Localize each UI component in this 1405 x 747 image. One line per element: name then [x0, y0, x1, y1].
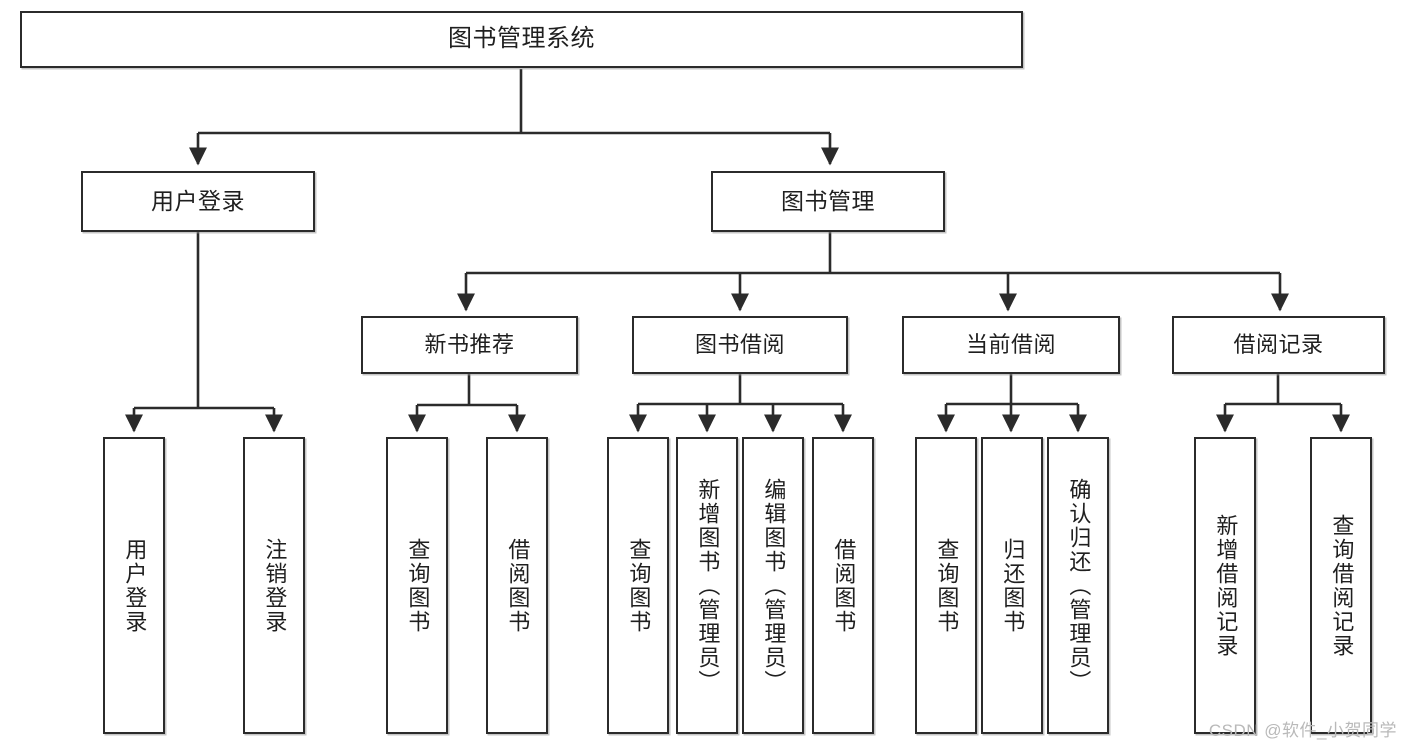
leaf-borrow-add-book-admin[interactable]: 新增图书（管理员）	[676, 437, 738, 734]
watermark: CSDN @软件_小贺同学	[1208, 721, 1397, 740]
node-current-borrow[interactable]: 当前借阅	[902, 316, 1120, 374]
leaf-new-books-borrow[interactable]: 借阅图书	[486, 437, 548, 734]
leaf-label: 查询图书	[934, 537, 960, 634]
leaf-label: 查询图书	[405, 537, 431, 634]
node-user-login-label: 用户登录	[151, 187, 245, 214]
node-book-borrow-label: 图书借阅	[694, 331, 785, 357]
node-book-management-label: 图书管理	[781, 187, 875, 214]
leaf-label: 新增借阅记录	[1213, 513, 1239, 658]
node-current-borrow-label: 当前借阅	[965, 331, 1056, 357]
node-book-management[interactable]: 图书管理	[711, 171, 945, 232]
node-book-borrow[interactable]: 图书借阅	[632, 316, 848, 374]
node-root-label: 图书管理系统	[448, 25, 595, 53]
node-borrow-records-label: 借阅记录	[1233, 331, 1324, 357]
leaf-label: 查询图书	[626, 537, 652, 634]
leaf-label: 编辑图书（管理员）	[761, 477, 787, 694]
leaf-borrow-borrow-book[interactable]: 借阅图书	[812, 437, 874, 734]
leaf-label: 确认归还（管理员）	[1066, 477, 1092, 694]
leaf-records-query-record[interactable]: 查询借阅记录	[1310, 437, 1372, 734]
leaf-user-login-signin[interactable]: 用户登录	[103, 437, 165, 734]
leaf-current-return-book[interactable]: 归还图书	[981, 437, 1043, 734]
leaf-user-login-signout[interactable]: 注销登录	[243, 437, 305, 734]
leaf-label: 借阅图书	[831, 537, 857, 634]
leaf-label: 查询借阅记录	[1329, 513, 1355, 658]
node-root[interactable]: 图书管理系统	[20, 11, 1023, 68]
node-new-book-recommend-label: 新书推荐	[424, 331, 515, 357]
leaf-label: 借阅图书	[505, 537, 531, 634]
node-new-book-recommend[interactable]: 新书推荐	[361, 316, 578, 374]
leaf-new-books-query[interactable]: 查询图书	[386, 437, 448, 734]
leaf-borrow-query-book[interactable]: 查询图书	[607, 437, 669, 734]
leaf-label: 注销登录	[262, 537, 288, 634]
leaf-current-confirm-return-admin[interactable]: 确认归还（管理员）	[1047, 437, 1109, 734]
leaf-borrow-edit-book-admin[interactable]: 编辑图书（管理员）	[742, 437, 804, 734]
node-user-login[interactable]: 用户登录	[81, 171, 315, 232]
leaf-label: 新增图书（管理员）	[695, 477, 721, 694]
leaf-label: 用户登录	[122, 537, 148, 634]
node-borrow-records[interactable]: 借阅记录	[1172, 316, 1385, 374]
leaf-records-add-record[interactable]: 新增借阅记录	[1194, 437, 1256, 734]
leaf-label: 归还图书	[1000, 537, 1026, 634]
leaf-current-query-book[interactable]: 查询图书	[915, 437, 977, 734]
